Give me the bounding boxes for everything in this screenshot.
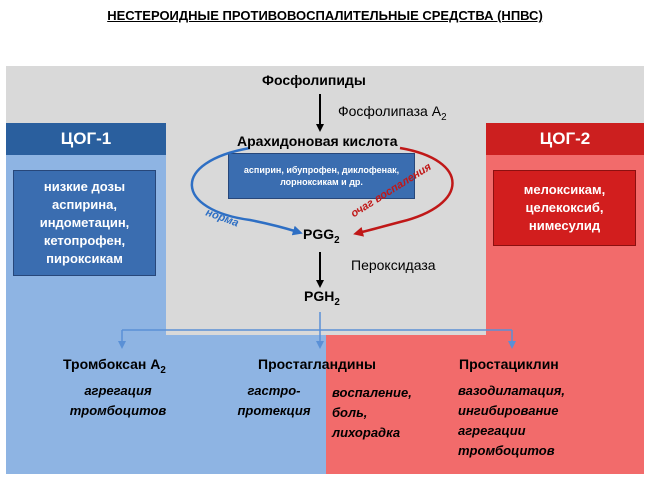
- cox1-drug-line: низкие дозы: [43, 179, 126, 194]
- pgg2-label: PGG2: [303, 226, 340, 246]
- cox2-header: ЦОГ-2: [486, 123, 644, 155]
- nonselective-drugs-text: аспирин, ибупрофен, диклофенак, лорнокси…: [243, 165, 400, 187]
- cox2-drug-line: мелоксикам,: [523, 182, 606, 197]
- cox1-header: ЦОГ-1: [6, 123, 166, 155]
- nonselective-drugs-box: аспирин, ибупрофен, диклофенак, лорнокси…: [228, 153, 415, 199]
- cox2-drugs-box: мелоксикам, целекоксиб, нимесулид: [493, 170, 636, 246]
- prostaglandins-cox1-effect: гастро- протекция: [237, 383, 311, 418]
- arrow-inflammation: [353, 146, 454, 237]
- prostaglandins-label: Простагландины: [258, 356, 376, 372]
- cox1-drug-line: кетопрофен,: [43, 233, 126, 248]
- cox1-drugs-box: низкие дозы аспирина, индометацин, кетоп…: [13, 170, 156, 276]
- cox1-drug-line: пироксикам: [46, 251, 123, 266]
- thromboxane-effect: агрегация тромбоцитов: [69, 383, 167, 418]
- cox1-drug-line: индометацин,: [39, 215, 130, 230]
- cox2-products-panel: [326, 335, 644, 474]
- prostacyclin-label: Простациклин: [459, 356, 559, 372]
- peroxidase-label: Пероксидаза: [351, 257, 436, 273]
- prostaglandins-cox2-effect: воспаление, боль, лихорадка: [332, 385, 412, 440]
- thromboxane-label: Тромбоксан A2: [63, 356, 166, 376]
- arrow-norm: [190, 146, 303, 236]
- page-title: НЕСТЕРОИДНЫЕ ПРОТИВОВОСПАЛИТЕЛЬНЫЕ СРЕДС…: [107, 8, 543, 23]
- cox2-drug-line: целекоксиб,: [525, 200, 604, 215]
- cox1-drug-line: аспирина,: [52, 197, 117, 212]
- phospholipids-label: Фосфолипиды: [262, 72, 366, 88]
- prostacyclin-effect: вазодилатация, ингибирование агрегации т…: [458, 383, 566, 458]
- phospholipase-label: Фосфолипаза A2: [338, 103, 447, 123]
- pgh2-label: PGH2: [304, 288, 340, 308]
- cox1-products-panel: [6, 335, 326, 474]
- cox2-drug-line: нимесулид: [528, 218, 601, 233]
- arachidonic-acid-label: Арахидоновая кислота: [237, 133, 398, 149]
